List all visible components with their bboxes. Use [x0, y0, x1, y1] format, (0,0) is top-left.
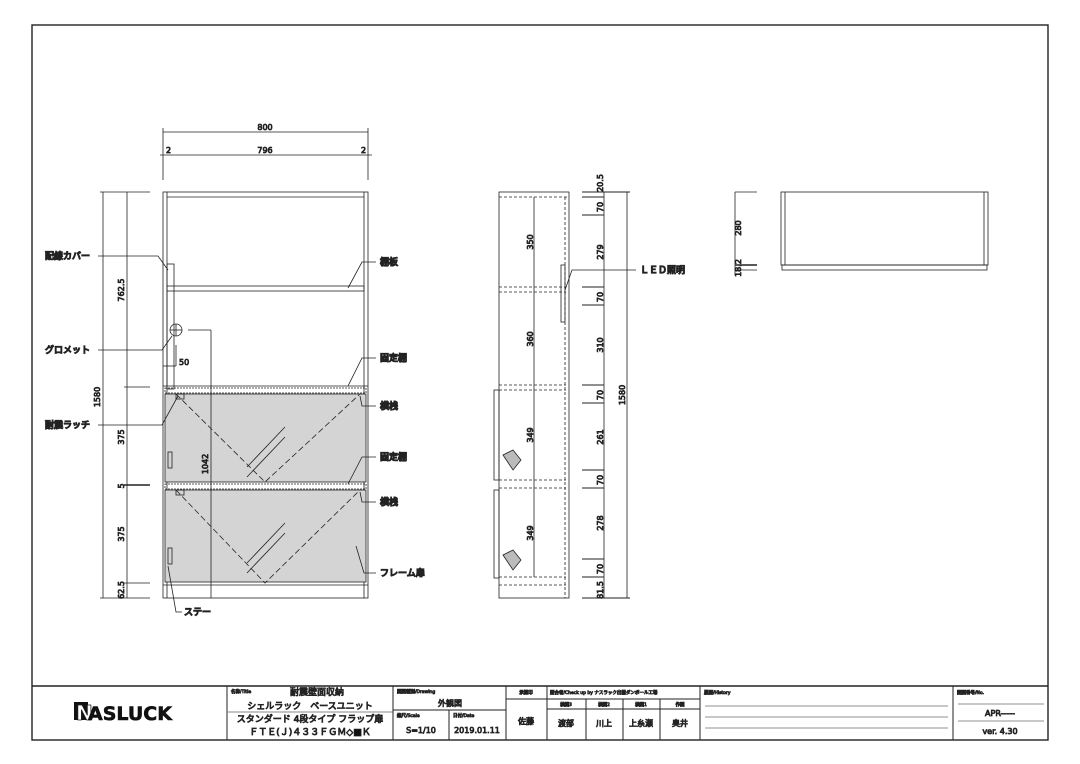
approval-label: 承認印 — [519, 689, 533, 696]
label-led: ＬＥＤ照明 — [640, 265, 685, 276]
side-dim: 261 — [596, 429, 605, 444]
checker-name: 渡部 — [558, 718, 574, 728]
label-fixed-shelf-2: 固定棚 — [380, 451, 407, 463]
side-inner-dim: 349 — [526, 525, 535, 540]
number-label: 図面番号/No. — [957, 689, 984, 696]
dim-base: 62.5 — [117, 581, 126, 599]
dim-handle-height: 1042 — [201, 454, 210, 474]
dim-gap: 5 — [117, 483, 126, 488]
label-rail-2: 横桟 — [380, 496, 398, 508]
wiring-cover — [166, 263, 175, 390]
scale-label: 縮尺/Scale — [397, 712, 420, 719]
version: ver. 4.30 — [982, 727, 1017, 736]
latch-1 — [175, 393, 185, 400]
check-col: 検図1 — [635, 701, 647, 708]
frame-door-1 — [164, 393, 367, 483]
label-wiring-cover: 配線カバー — [45, 250, 90, 262]
date-value: 2019.01.11 — [454, 726, 500, 735]
side-view — [493, 191, 636, 599]
side-inner-dim: 350 — [526, 234, 535, 249]
drawing-number: APR----- — [985, 709, 1015, 718]
side-inner-dim: 349 — [526, 427, 535, 442]
top-dim-base: 18.2 — [734, 259, 743, 277]
dim-total-width: 800 — [257, 123, 272, 132]
dim-door1: 375 — [117, 429, 126, 444]
checker-name: 上糸瀬 — [629, 718, 653, 728]
side-dim: 81.5 — [596, 581, 605, 599]
check-label: 照合者/Check up by ナスラック出雲ダンボール工場 — [550, 689, 658, 696]
top-view — [734, 191, 989, 275]
logo-text: ASLUCK — [88, 703, 173, 725]
label-frame-door: フレーム扉 — [380, 567, 425, 579]
stay-mechanism-1 — [502, 449, 522, 471]
svg-text:N: N — [76, 701, 93, 725]
shelf-board — [166, 285, 365, 292]
stay-1 — [167, 451, 173, 469]
side-dim: 70 — [596, 564, 605, 574]
frame-door-2 — [164, 489, 367, 583]
approver-name: 佐藤 — [518, 716, 534, 726]
side-dim: 70 — [596, 202, 605, 212]
label-stay: ステー — [184, 607, 211, 618]
title-line-1: 耐震壁面収納 — [290, 686, 344, 698]
checker-name: 川上 — [596, 719, 612, 728]
cabinet-outline — [162, 191, 369, 599]
check-col: 検図3 — [560, 701, 572, 708]
drawing-label: 図面種別/Drawing — [397, 688, 435, 695]
drawing-type: 外観図 — [438, 698, 462, 708]
label-latch: 耐震ラッチ — [45, 419, 90, 431]
side-dim: 70 — [596, 292, 605, 302]
label-fixed-shelf-1: 固定棚 — [380, 352, 407, 364]
dim-left-margin: 2 — [166, 146, 171, 155]
scale-value: S=1/10 — [406, 726, 436, 735]
nasluck-logo: N ASLUCK — [74, 701, 173, 725]
title-line-4: ＦＴＥ(Ｊ)４３３ＦＧＭ◇■Ｋ — [249, 728, 370, 738]
drawing-border — [31, 24, 1049, 741]
side-dim: 310 — [596, 337, 605, 352]
label-grommet: グロメット — [45, 344, 90, 356]
title-line-3: スタンダード 4段タイプ フラップ扉 — [237, 713, 383, 725]
dim-inner-width: 796 — [257, 146, 272, 155]
side-dim: 279 — [596, 244, 605, 259]
title-label: 名称/Title — [231, 688, 251, 695]
side-dim: 70 — [596, 475, 605, 485]
dim-upper: 762.5 — [117, 279, 126, 302]
led-light — [560, 264, 566, 323]
dim-height: 1580 — [93, 387, 102, 407]
label-rail-1: 横桟 — [380, 400, 398, 412]
checker-name: 奥井 — [672, 718, 688, 728]
top-dim-depth: 280 — [734, 220, 743, 235]
dim-right-margin: 2 — [361, 146, 366, 155]
dim-grommet-offset: 50 — [179, 358, 189, 367]
side-dim: 20.5 — [596, 174, 605, 192]
side-dim: 70 — [596, 390, 605, 400]
check-col: 検図2 — [598, 701, 610, 708]
stay-2 — [167, 547, 173, 565]
latch-2 — [175, 489, 185, 496]
side-dim: 278 — [596, 515, 605, 530]
title-line-2: シェルラック ベースユニット — [247, 701, 373, 712]
check-col: 作図 — [676, 701, 685, 708]
date-label: 日付/Date — [453, 712, 475, 719]
side-dim-height: 1580 — [618, 385, 627, 405]
front-view — [98, 128, 376, 613]
stay-mechanism-2 — [502, 549, 522, 571]
label-shelf-board: 棚板 — [380, 256, 399, 268]
history-label: 履歴/History — [704, 690, 731, 696]
dim-door2: 375 — [117, 526, 126, 541]
title-block — [32, 685, 1048, 740]
side-inner-dim: 360 — [526, 331, 535, 346]
